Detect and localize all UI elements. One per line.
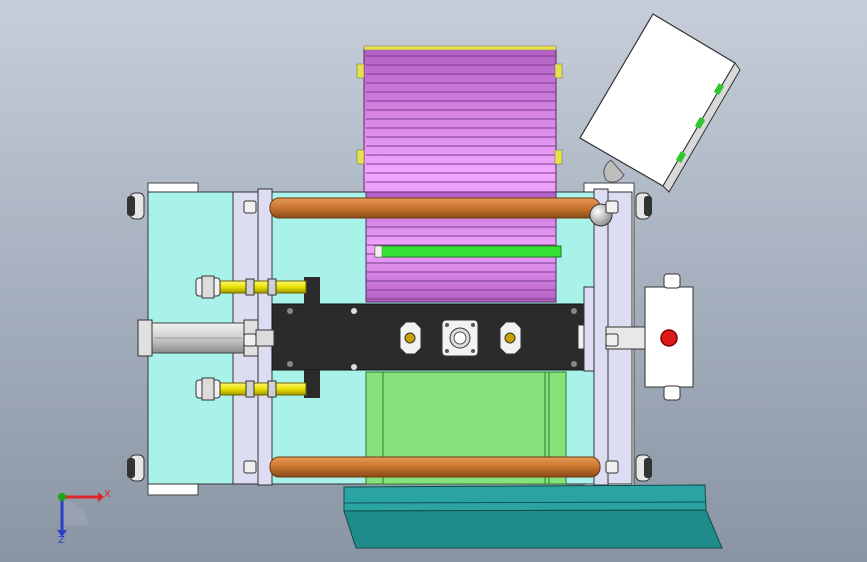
pusher-crossbar — [271, 277, 595, 398]
green-indicator-bar — [374, 245, 562, 258]
connector-green-1 — [713, 83, 725, 95]
connector-green-2 — [694, 117, 706, 129]
output-tray — [343, 484, 723, 549]
lower-actuator-rod — [195, 377, 307, 401]
upper-guide-rod — [269, 197, 601, 219]
upper-actuator-rod — [195, 275, 307, 299]
left-bolt-bottom — [127, 454, 145, 482]
left-bolt-top — [127, 192, 145, 220]
right-bolt-bottom — [635, 454, 652, 482]
plate-nuts — [243, 200, 619, 474]
z-axis-label: Z — [58, 535, 65, 546]
fitting-center — [441, 319, 479, 357]
lower-guide-rod — [269, 456, 601, 478]
triad-origin-icon — [58, 493, 66, 501]
x-axis-label: X — [104, 489, 111, 500]
control-box — [579, 13, 741, 193]
connector-green-3 — [675, 151, 687, 163]
fitting-left — [399, 321, 422, 355]
right-bolt-top — [635, 192, 652, 220]
fitting-right — [499, 321, 522, 355]
coordinate-triad: X Z — [57, 489, 111, 546]
right-side-bracket — [583, 286, 595, 372]
red-stop-button[interactable] — [660, 329, 678, 347]
